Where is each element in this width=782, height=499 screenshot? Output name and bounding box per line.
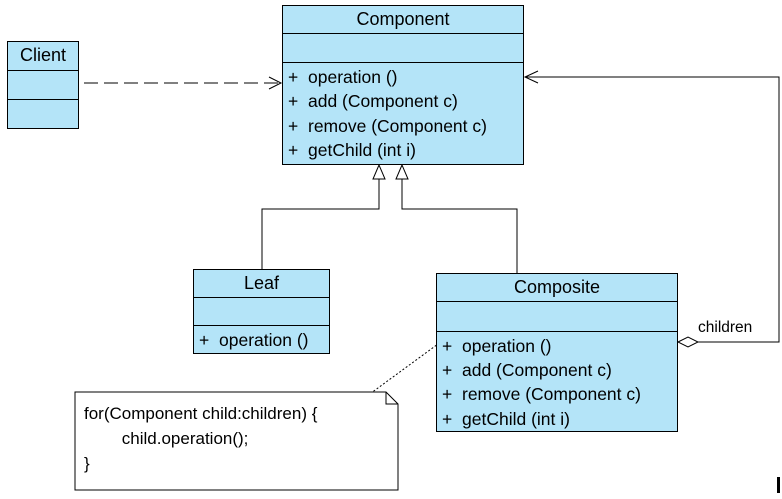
note-shape: [74, 391, 399, 491]
class-composite[interactable]: Composite +operation () +add (Component …: [436, 273, 678, 432]
note-line: }: [84, 454, 90, 473]
attribute-compartment: [8, 71, 78, 100]
operation-item: +getChild (int i): [288, 139, 416, 160]
aggregation-role-label: children: [698, 319, 753, 336]
note-line: for(Component child:children) {: [84, 404, 318, 423]
operation-compartment: +operation () +add (Component c) +remove…: [283, 63, 523, 164]
class-component[interactable]: Component +operation () +add (Component …: [282, 5, 524, 165]
operation-item: +remove (Component c): [442, 384, 641, 405]
generalization-composite-component: [395, 163, 518, 274]
class-name: Client: [8, 42, 78, 71]
note-line: child.operation();: [84, 429, 249, 448]
operation-item: +add (Component c): [288, 91, 458, 112]
note-anchor-line: [366, 343, 439, 397]
operation-item: +getChild (int i): [442, 408, 570, 429]
class-name: Leaf: [194, 270, 329, 298]
operation-item: +operation (): [442, 335, 552, 356]
aggregation-composite-children: [523, 70, 780, 348]
operation-item: +remove (Component c): [288, 115, 487, 136]
class-name: Composite: [437, 274, 677, 302]
class-client[interactable]: Client: [7, 41, 79, 129]
operation-compartment: +operation (): [194, 326, 329, 353]
operation-item: +add (Component c): [442, 360, 612, 381]
class-name: Component: [283, 6, 523, 34]
operation-item: +operation (): [199, 330, 309, 350]
attribute-compartment: [283, 34, 523, 63]
attribute-compartment: [437, 302, 677, 332]
operation-compartment: [8, 100, 78, 128]
generalization-leaf-component: [261, 163, 386, 270]
operation-item: +operation (): [288, 67, 398, 87]
operation-compartment: +operation () +add (Component c) +remove…: [437, 332, 677, 431]
dependency-client-component: [84, 76, 283, 90]
attribute-compartment: [194, 298, 329, 326]
class-leaf[interactable]: Leaf +operation (): [193, 269, 330, 354]
edge-mark: [777, 477, 780, 493]
